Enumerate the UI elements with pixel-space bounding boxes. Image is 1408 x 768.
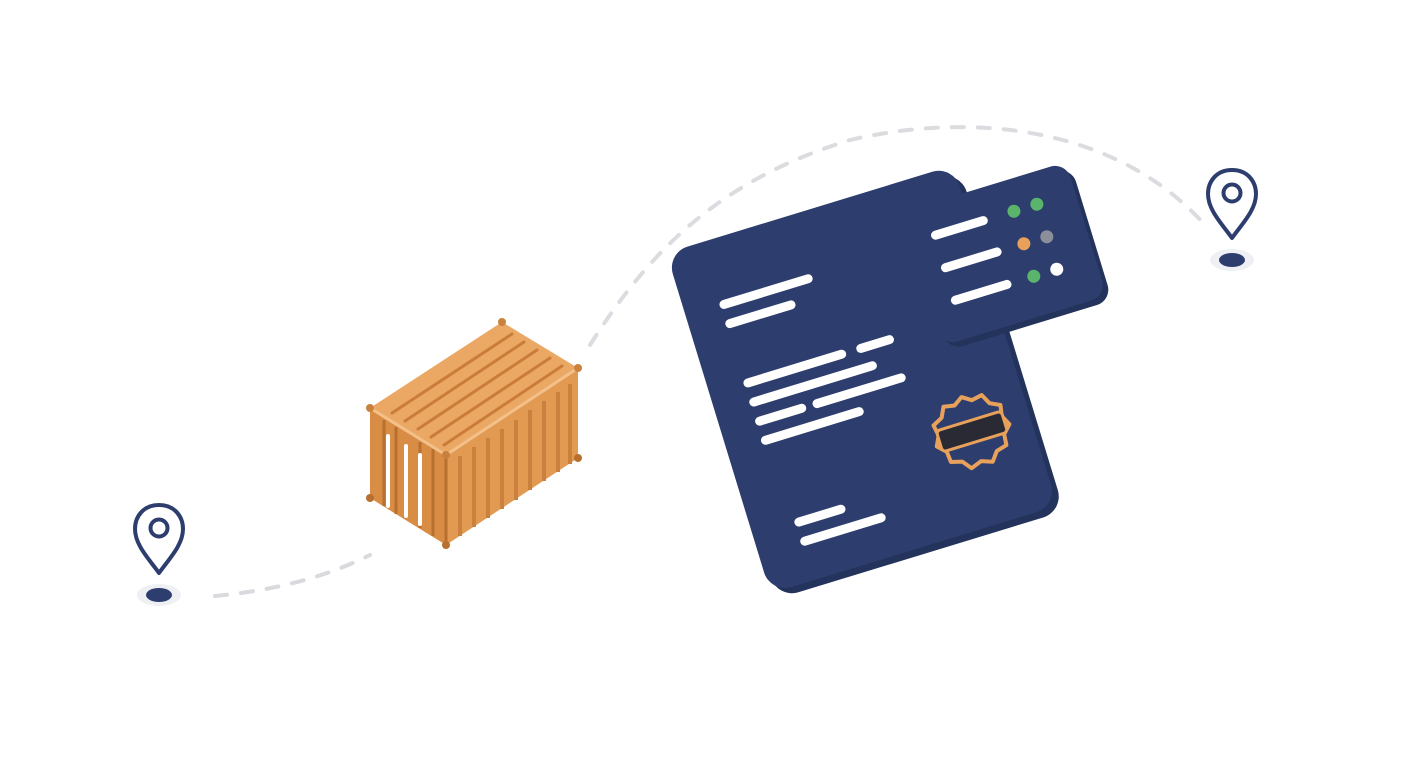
route-segment-end: [588, 125, 1207, 347]
shipping-container-icon: [366, 318, 582, 549]
container-door-bars: [386, 434, 422, 526]
container-top-ribs: [390, 332, 564, 447]
pin-hole: [148, 517, 170, 539]
corner-cast: [442, 541, 450, 549]
status-dot-gray: [1040, 230, 1054, 244]
status-card-lines: [931, 216, 1012, 305]
map-pin-icon: [133, 503, 185, 575]
status-dot-green: [1027, 269, 1041, 283]
corner-cast: [442, 451, 450, 459]
container-side-ribs: [458, 384, 572, 536]
status-dot-orange: [1017, 237, 1031, 251]
pin-base: [1219, 253, 1245, 267]
pin-hole: [1221, 182, 1243, 204]
status-dots: [1007, 197, 1064, 283]
status-dot-green: [1030, 197, 1044, 211]
document-text-lines: [719, 274, 906, 546]
route-segment-start: [213, 553, 372, 598]
origin-pin: [133, 503, 185, 606]
route-path: [213, 125, 1207, 598]
container-top: [370, 322, 578, 455]
map-pin-icon: [1206, 168, 1258, 240]
destination-pin: [1206, 168, 1258, 271]
corner-cast: [574, 364, 582, 372]
corner-cast: [366, 404, 374, 412]
status-dot-green: [1007, 204, 1021, 218]
pin-base: [146, 588, 172, 602]
status-card-icon: [905, 165, 1109, 347]
seal-band: [935, 410, 1009, 453]
corner-cast: [366, 494, 374, 502]
corner-cast: [574, 454, 582, 462]
corner-cast: [498, 318, 506, 326]
seal-stamp-icon: [931, 393, 1012, 471]
status-dot-white: [1050, 262, 1064, 276]
seal-outline: [931, 393, 1012, 471]
